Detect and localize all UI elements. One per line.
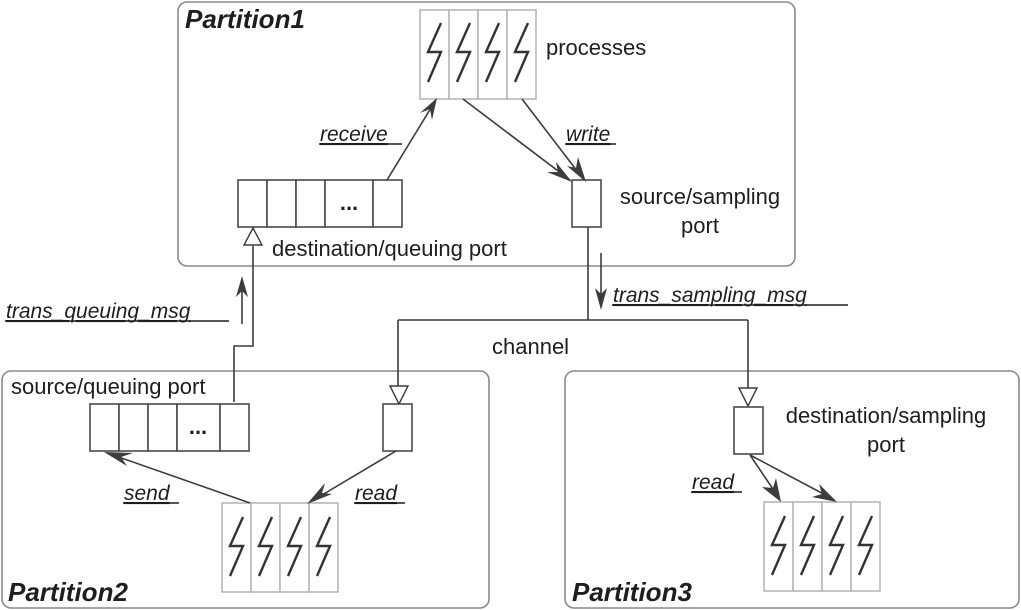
send-arrow [109, 453, 251, 504]
trans-queuing-direction-arrowhead [236, 276, 248, 297]
queue-cell [266, 179, 297, 228]
partition2-title: Partition2 [8, 577, 128, 607]
p2-source-queuing-port: ... [89, 403, 250, 452]
lightning-bolt-icon [770, 515, 787, 576]
trans-sampling-msg-label: trans_sampling_msg [613, 284, 807, 307]
p2-sampling-port-inbound-triangle [388, 385, 410, 406]
p1-source-sampling-port-label-line2: port [681, 213, 719, 238]
process-cell [821, 501, 852, 592]
process-cell [448, 9, 479, 100]
lightning-bolt-icon [828, 515, 845, 576]
p3-read-arrowhead-1 [762, 478, 781, 502]
process-cell [850, 501, 881, 592]
lightning-bolt-icon [857, 515, 874, 576]
queue-cell [89, 403, 120, 452]
process-cell [250, 502, 281, 593]
lightning-bolt-icon [799, 515, 816, 576]
lightning-bolt-icon [228, 516, 245, 577]
partition1-processes [419, 9, 537, 100]
receive-arrowhead [420, 98, 437, 120]
send-arrowhead [104, 452, 133, 466]
process-cell [506, 9, 537, 100]
p3-destination-sampling-port-label-line1: destination/sampling [786, 403, 987, 428]
process-cell [477, 9, 508, 100]
queue-cell [219, 403, 250, 452]
lightning-bolt-icon [257, 516, 274, 577]
processes-label: processes [546, 35, 646, 60]
queue-ellipsis: ... [340, 190, 358, 215]
lightning-bolt-icon [286, 516, 303, 577]
write-arrow-2 [521, 98, 585, 181]
partition1-title: Partition1 [185, 4, 305, 34]
queue-cell [237, 179, 268, 228]
p3-sampling-port-inbound-triangle [737, 387, 759, 408]
queuing-port-inbound-triangle [242, 226, 264, 246]
p3-read-arrowhead-2 [812, 484, 837, 502]
p2-source-queuing-port-label: source/queuing port [11, 374, 205, 399]
p2-destination-sampling-port [382, 403, 413, 452]
queue-cell [147, 403, 178, 452]
queue-cell [372, 179, 403, 228]
queuing-channel-line [233, 246, 254, 402]
lightning-bolt-icon [484, 22, 501, 83]
trans-sampling-direction-arrowhead [595, 288, 607, 310]
p1-destination-queuing-port-label: destination/queuing port [272, 236, 507, 261]
process-cell [221, 502, 252, 593]
write-arrowhead-2 [567, 157, 586, 182]
receive-label: receive [320, 123, 388, 146]
channel-label: channel [492, 334, 569, 359]
p3-read-arrow-2 [749, 454, 834, 500]
p2-read-label: read [355, 482, 398, 505]
lightning-bolt-icon [455, 22, 472, 83]
p1-destination-queuing-port: ... [237, 179, 403, 228]
receive-arrow [386, 102, 435, 181]
write-label: write [566, 123, 610, 146]
process-cell [308, 502, 339, 593]
process-cell [792, 501, 823, 592]
lightning-bolt-icon [513, 22, 530, 83]
p2-read-arrow [311, 450, 397, 502]
partition3-box [564, 370, 1020, 609]
p3-read-label: read [692, 471, 735, 494]
write-arrowhead-1 [547, 162, 572, 182]
process-cell [763, 501, 794, 592]
lightning-bolt-icon [315, 516, 332, 577]
p3-destination-sampling-port [733, 406, 764, 455]
send-label: send [124, 482, 171, 505]
process-cell [279, 502, 310, 593]
queue-ellipsis: ... [189, 414, 207, 439]
queue-cell [118, 403, 149, 452]
process-cell [419, 9, 450, 100]
trans-queuing-msg-label: trans_queuing_msg [6, 300, 191, 323]
p1-source-sampling-port-label-line1: source/sampling [620, 184, 780, 209]
lightning-bolt-icon [426, 22, 443, 83]
p1-source-sampling-port [571, 179, 602, 228]
write-arrow-1 [462, 98, 571, 181]
p3-destination-sampling-port-label-line2: port [867, 432, 905, 457]
partition2-processes [221, 502, 339, 593]
partition3-processes [763, 501, 881, 592]
p2-read-arrowhead [307, 483, 332, 504]
partition3-title: Partition3 [572, 577, 692, 607]
queue-cell [295, 179, 326, 228]
